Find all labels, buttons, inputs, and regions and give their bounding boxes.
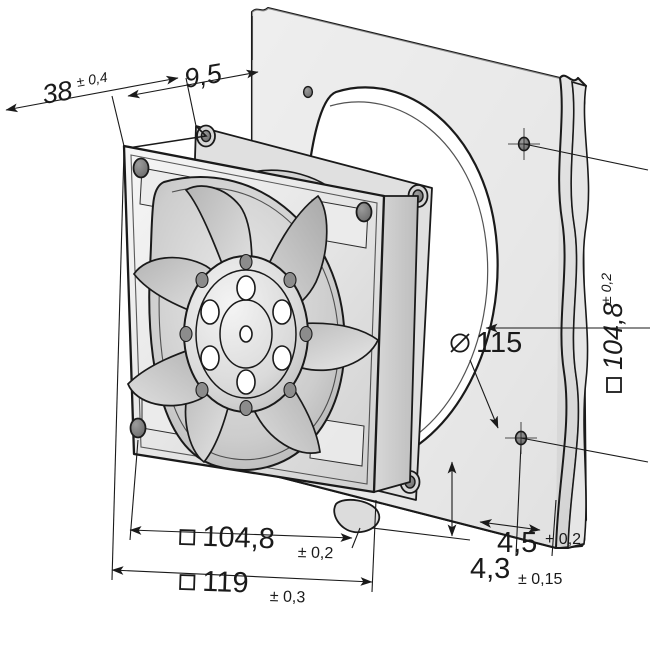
- dim-45-value: 4,5: [497, 527, 537, 559]
- dimension-text-layer: 38 ± 0,4 9,5 115 104,8 ± 0,2 104,8 ± 0,2: [40, 58, 628, 607]
- ext-43-base: [371, 527, 471, 541]
- ext-45-left: [515, 443, 522, 557]
- dim-38-value: 38: [40, 75, 75, 110]
- dimline-95: [127, 69, 259, 99]
- panel-hole-top-left: [302, 85, 314, 99]
- dim-45-tolerance: + 0,2: [545, 531, 581, 548]
- frame-hole-bl: [129, 417, 147, 439]
- frame-lug-br: [333, 498, 381, 534]
- dim-43-value: 4,3: [470, 553, 510, 585]
- dim-1048-tolerance: ± 0,2: [298, 544, 334, 562]
- dimline-119: [111, 566, 373, 586]
- dim-right-1048-tolerance: ± 0,2: [598, 273, 614, 304]
- dim-dia115-value: 115: [476, 327, 522, 359]
- dimension-annotations: [5, 16, 650, 593]
- frame-hole-tr: [355, 201, 373, 223]
- hub-rivet-dots: [179, 253, 313, 417]
- dim-label-95: 9,5: [182, 58, 225, 94]
- axial-fan: [122, 124, 433, 534]
- diameter-symbol-icon: [450, 333, 470, 353]
- dim-119-tolerance: ± 0,3: [270, 588, 306, 606]
- hub-inner-holes: [200, 275, 292, 395]
- dim-label-119: 119 ± 0,3: [179, 566, 306, 606]
- dim-label-38: 38 ± 0,4: [40, 69, 109, 110]
- dim-label-dia115: 115: [450, 327, 522, 359]
- panel-bottom-edge: [251, 469, 585, 549]
- frame-hole-tl: [132, 157, 150, 179]
- dim-label-45: 4,5 + 0,2: [497, 527, 581, 559]
- cutout-inner-edge: [329, 101, 489, 455]
- square-symbol-icon-right: [606, 377, 622, 393]
- dim-1048-value: 104,8: [202, 521, 276, 556]
- dim-95-value: 9,5: [182, 58, 225, 94]
- square-symbol-icon-119: [179, 574, 196, 591]
- panel-break-line: [555, 77, 568, 549]
- hub-center-bore: [239, 325, 253, 343]
- ext-119-right: [371, 499, 377, 593]
- dim-label-43: 4,3 ± 0,15: [470, 553, 562, 588]
- dimline-45: [479, 519, 541, 533]
- ext-right-top: [523, 143, 649, 171]
- fan-impeller: [127, 185, 380, 464]
- frame-top-edge-link: [127, 125, 208, 149]
- ext-119-left: [111, 149, 125, 581]
- front-frame-inner-rim: [130, 154, 378, 485]
- dim-43-tolerance: ± 0,15: [518, 571, 562, 588]
- ext-45-right: [551, 499, 557, 557]
- square-symbol-icon-1048: [179, 529, 196, 546]
- dim-label-1048: 104,8 ± 0,2: [179, 521, 334, 562]
- ext-right-bottom: [520, 437, 649, 463]
- dim-119-value: 119: [202, 566, 249, 600]
- fan-hub: [179, 253, 313, 417]
- dim-38-tolerance: ± 0,4: [75, 69, 109, 90]
- leader-dia115: [469, 359, 499, 429]
- dim-label-right-1048: 104,8 ± 0,2: [598, 273, 628, 393]
- dimline-1048-bottom: [129, 526, 353, 542]
- dim-right-1048-value: 104,8: [598, 302, 628, 370]
- ext-1048-right: [351, 527, 361, 549]
- ext-1048-left: [129, 439, 139, 541]
